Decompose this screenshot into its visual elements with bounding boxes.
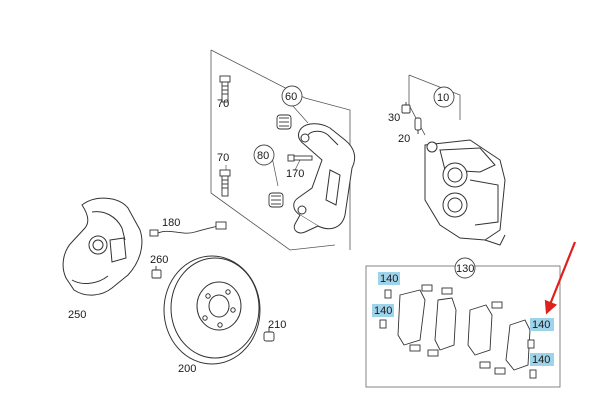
part-label-250: 250 — [68, 309, 86, 321]
bolt-70-top — [219, 75, 231, 103]
part-label-140-b: 140 — [374, 305, 392, 317]
part-label-140-d: 140 — [532, 354, 550, 366]
part-label-70-bottom: 70 — [217, 152, 229, 164]
part-label-70-top: 70 — [217, 98, 229, 110]
splash-shield-250 — [62, 197, 143, 296]
highlight-140-d — [530, 353, 554, 366]
part-label-30: 30 — [388, 112, 400, 124]
callout-arrow — [544, 241, 577, 315]
sleeve-80 — [268, 192, 284, 208]
part-label-60: 60 — [285, 91, 297, 103]
wear-sensor-180 — [149, 221, 227, 237]
screw-210 — [263, 328, 275, 342]
part-label-140-c: 140 — [532, 319, 550, 331]
bolt-260 — [151, 266, 162, 279]
part-label-20: 20 — [398, 133, 410, 145]
brake-caliper-10 — [424, 139, 506, 246]
part-label-260: 260 — [150, 254, 168, 266]
brake-disc-200 — [163, 255, 261, 365]
brake-pads-kit — [379, 284, 537, 379]
part-label-140-a: 140 — [380, 273, 398, 285]
highlight-140-a — [378, 272, 400, 285]
bleed-screw-30 — [401, 102, 411, 114]
part-label-200: 200 — [178, 363, 196, 375]
part-label-80: 80 — [257, 150, 269, 162]
bolt-70-bottom — [219, 169, 231, 197]
bolt-170 — [287, 154, 313, 162]
part-label-170: 170 — [286, 168, 304, 180]
cap-20 — [414, 117, 422, 134]
caliper-carrier-bracket — [293, 123, 356, 234]
part-label-10: 10 — [437, 92, 449, 104]
highlight-140-c — [530, 318, 554, 331]
highlight-140-b — [372, 304, 394, 317]
part-label-210: 210 — [268, 319, 286, 331]
sleeve-60 — [276, 114, 292, 130]
part-label-130: 130 — [456, 263, 474, 275]
callout-circles — [253, 85, 476, 279]
part-label-180: 180 — [162, 217, 180, 229]
